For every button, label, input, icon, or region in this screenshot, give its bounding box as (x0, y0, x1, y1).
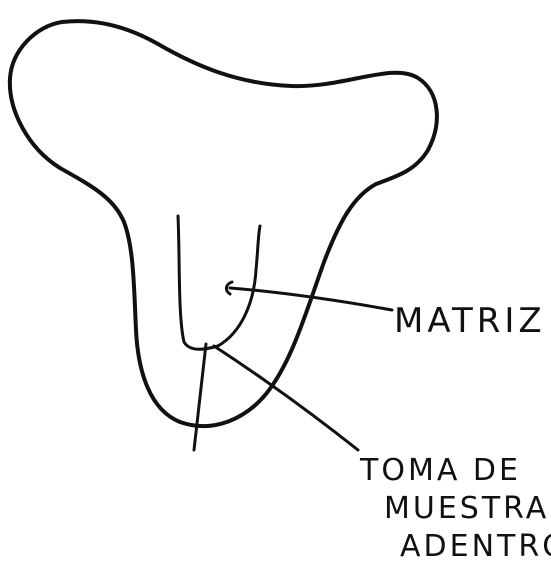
matriz-label: MATRIZ (394, 304, 546, 338)
toma-label-line2: MUESTRA (360, 490, 551, 528)
toma-label-line1: TOMA DE (360, 452, 551, 490)
sample-probe-line (194, 344, 206, 450)
pulp-canal (178, 216, 260, 349)
tooth-outline (10, 21, 437, 426)
toma-label: TOMA DE MUESTRA ADENTRO (360, 452, 551, 566)
toma-label-line3: ADENTRO (360, 528, 551, 566)
